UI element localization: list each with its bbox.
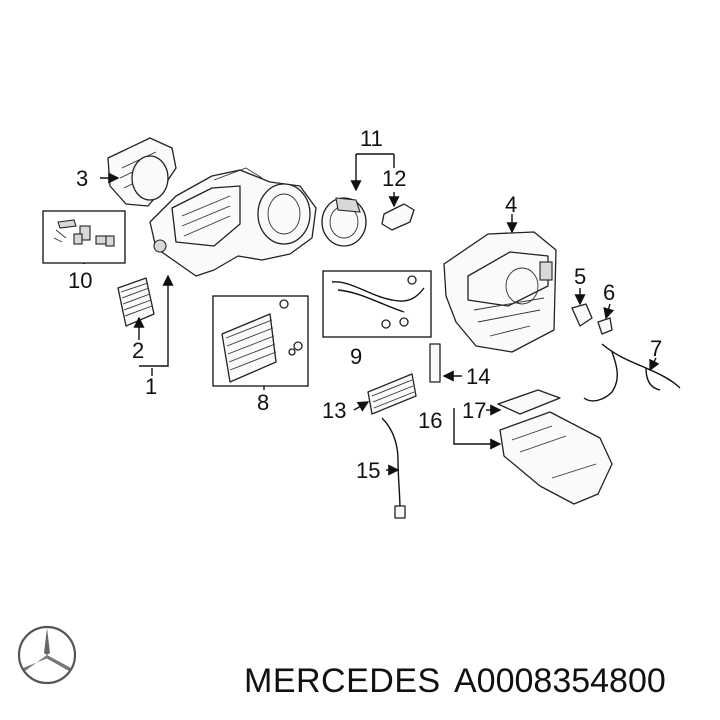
part-11-blower-motor xyxy=(321,197,367,247)
part-3-blower-cover xyxy=(107,137,177,207)
part-number: A0008354800 xyxy=(454,662,666,700)
part-17-filter-element xyxy=(497,389,561,415)
callout-5: 5 xyxy=(574,264,586,289)
callout-8: 8 xyxy=(257,390,269,415)
part-10-clip-kit xyxy=(42,210,126,264)
callout-4: 4 xyxy=(505,192,517,217)
callout-10: 10 xyxy=(68,268,92,293)
part-12-blower-resistor xyxy=(381,203,415,231)
mercedes-star-icon xyxy=(17,625,77,685)
part-13-heater-core xyxy=(367,373,417,415)
part-8-evaporator xyxy=(212,295,309,387)
part-1-hvac-housing xyxy=(149,167,317,277)
callout-16: 16 xyxy=(418,408,442,433)
part-14-temperature-sensor xyxy=(429,343,441,383)
callout-9: 9 xyxy=(350,344,362,369)
brand-name: MERCEDES xyxy=(244,662,441,700)
callout-11: 11 xyxy=(360,126,383,151)
callout-13: 13 xyxy=(322,398,346,423)
leader-lines xyxy=(83,153,660,476)
callout-14: 14 xyxy=(466,364,490,389)
callout-2: 2 xyxy=(132,338,144,363)
callout-17: 17 xyxy=(462,398,486,423)
part-15-drain-hose xyxy=(381,417,406,519)
callout-7: 7 xyxy=(650,336,662,361)
callout-3: 3 xyxy=(76,166,88,191)
part-16-air-duct xyxy=(499,411,613,505)
callout-12: 12 xyxy=(382,166,406,191)
part-7-wiring-harness xyxy=(583,343,681,402)
part-9-refrigerant-lines xyxy=(322,270,432,338)
part-4-rear-housing xyxy=(443,231,557,353)
callout-1: 1 xyxy=(145,374,157,399)
part-5-actuator xyxy=(571,303,593,327)
part-6-clip xyxy=(597,317,613,335)
callout-6: 6 xyxy=(603,280,615,305)
callout-15: 15 xyxy=(356,458,380,483)
part-2-cabin-filter xyxy=(117,277,155,327)
